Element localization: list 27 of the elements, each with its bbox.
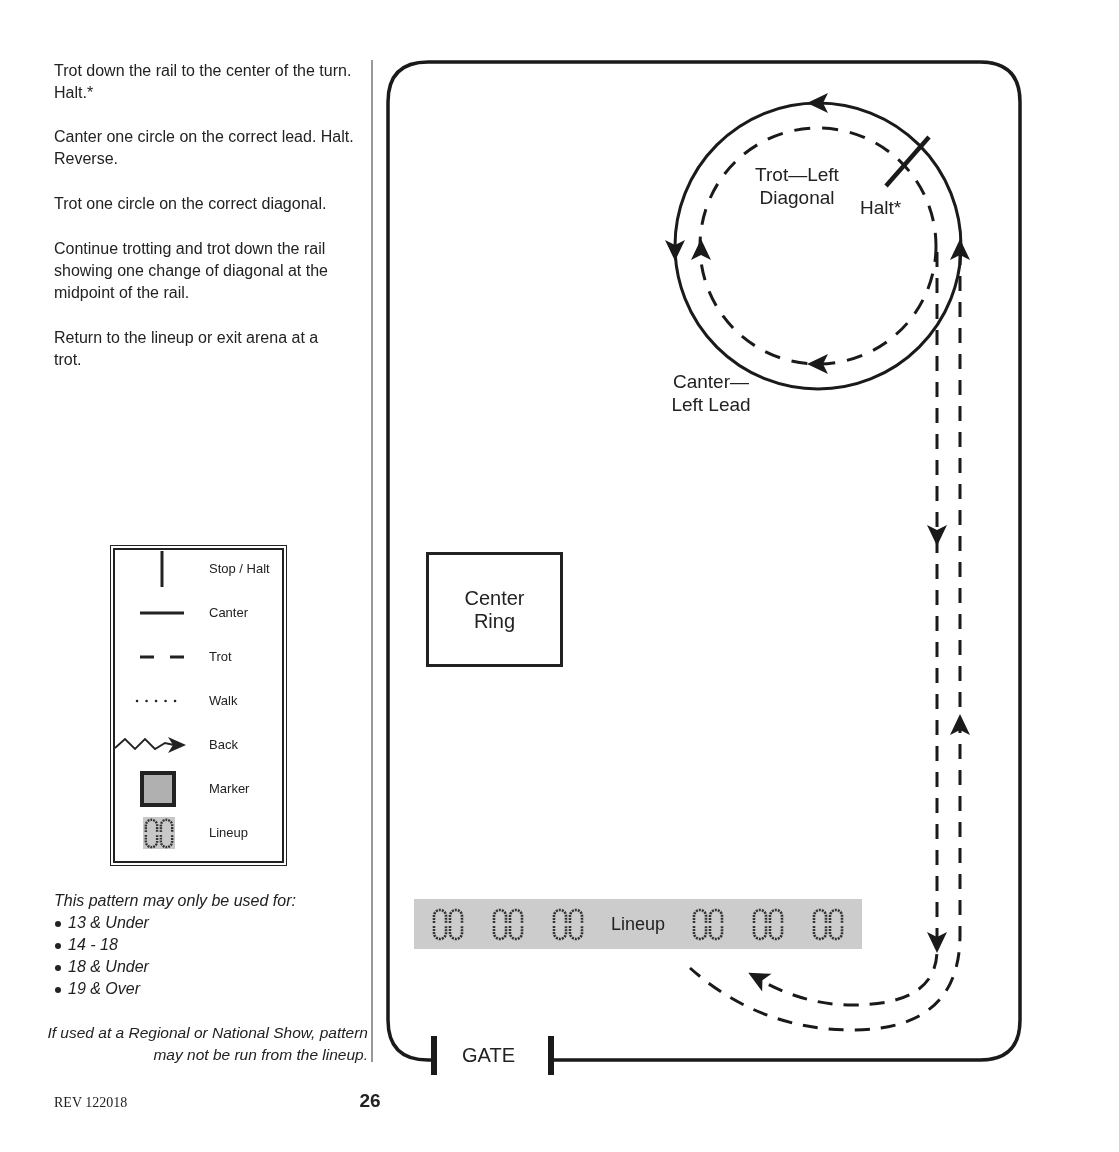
note-text: If used at a Regional or National Show, pattern may not be run from the lineup. xyxy=(46,1023,368,1065)
list-item: 14 - 18 xyxy=(68,935,119,955)
page-number: 26 xyxy=(358,1090,382,1112)
lineup-bar xyxy=(414,899,862,949)
list-item: 13 & Under xyxy=(68,913,151,933)
legend-label: Canter xyxy=(209,605,249,620)
legend-label: Marker xyxy=(209,781,250,796)
lineup-label: Lineup xyxy=(610,913,665,935)
path-label: Canter— Left Lead xyxy=(670,370,752,416)
path-label: Trot—Left Diagonal xyxy=(754,163,840,209)
legend-label: Trot xyxy=(209,649,232,664)
note-text: This pattern may only be used for: xyxy=(54,891,297,911)
halt-label: Halt* xyxy=(860,196,903,219)
legend-label: Walk xyxy=(209,693,238,708)
revision-label: REV 122018 xyxy=(54,1094,129,1112)
list-item: 18 & Under xyxy=(68,957,151,977)
list-item: 19 & Over xyxy=(68,979,142,999)
instruction-text: Return to the lineup or exit arena at a trot. xyxy=(54,328,320,370)
instruction-text: Trot one circle on the correct diagonal. xyxy=(54,194,328,214)
instruction-text: Canter one circle on the correct lead. Halt. Reverse. xyxy=(54,127,354,169)
center-ring-box: Center Ring xyxy=(426,552,563,667)
legend-label: Back xyxy=(209,737,238,752)
legend-label: Lineup xyxy=(209,825,249,840)
gate-label: GATE xyxy=(462,1043,516,1067)
legend-label: Stop / Halt xyxy=(209,561,270,576)
instruction-text: Trot down the rail to the center of the turn. Halt.* xyxy=(54,61,353,103)
instruction-text: Continue trotting and trot down the rail showing one change of diagonal at the midpoint of the rail. xyxy=(54,239,329,303)
